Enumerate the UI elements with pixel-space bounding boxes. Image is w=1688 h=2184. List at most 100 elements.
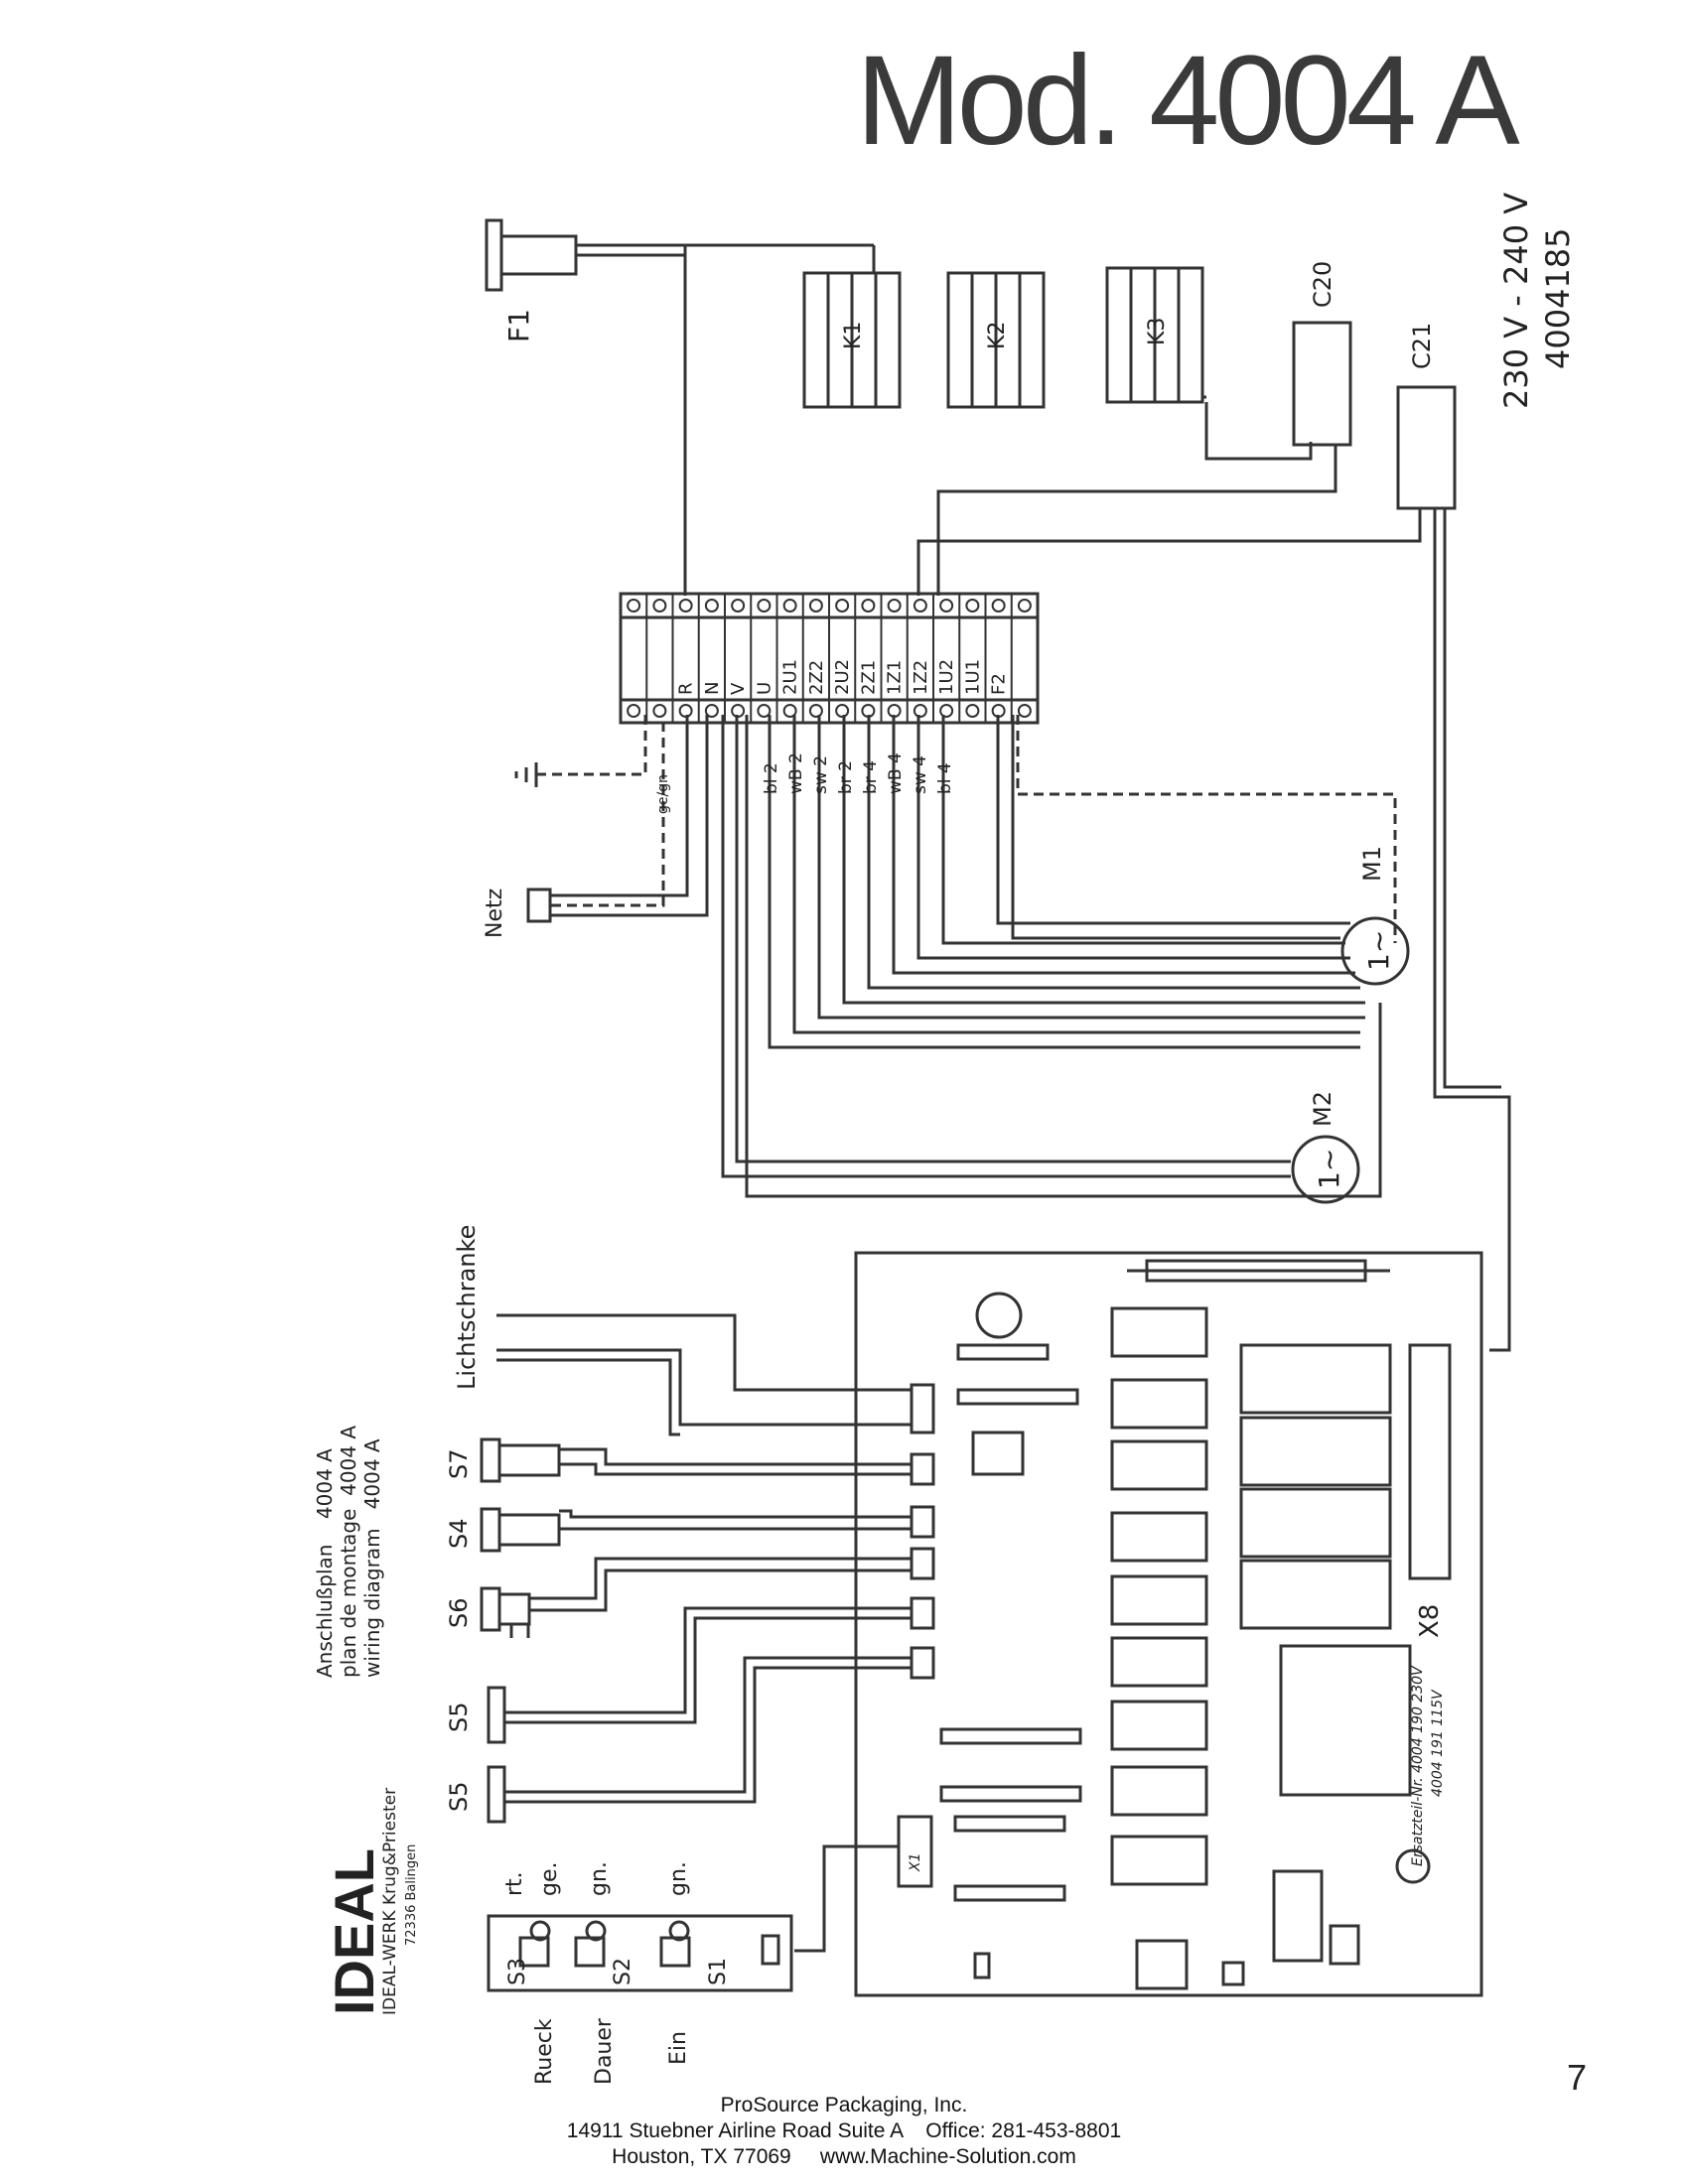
terminal-screw	[652, 704, 667, 718]
terminal-label: 2Z2	[806, 660, 827, 695]
capacitor-c21	[1396, 385, 1457, 510]
relay-k1-label: K1	[841, 322, 866, 349]
wire-color-label: sw 2	[811, 755, 831, 794]
wire-color-label: wB 2	[786, 752, 806, 794]
x8-label: X8	[1415, 1604, 1445, 1638]
terminal-screw	[913, 599, 927, 613]
switch-s5b-label: S5	[445, 1781, 473, 1812]
manufacturer-logo: IDEAL	[323, 1848, 385, 2015]
switch-s5a-label: S5	[445, 1702, 473, 1732]
motor-m1-symbol: 1~	[1362, 930, 1395, 971]
motor-m2-label: M2	[1309, 1091, 1336, 1127]
legend-line-3: wiring diagram 4004 A	[360, 1438, 384, 1678]
panel-lamp-4: gn.	[666, 1861, 691, 1896]
relay-k2	[946, 271, 1046, 409]
footer-contact: Houston, TX 77069 www.Machine-Solution.c…	[612, 2145, 1076, 2168]
switch-s6-label: S6	[445, 1597, 473, 1628]
panel-switch-s1: S1	[706, 1958, 731, 1985]
control-pcb	[854, 1251, 1483, 1997]
wire-color-label: br 4	[861, 760, 881, 794]
terminal-label: 1U1	[962, 659, 983, 695]
motor-m1-wires	[745, 715, 1397, 1198]
panel-label-dauer: Dauer	[592, 2017, 617, 2085]
footer: ProSource Packaging, Inc. 14911 Stuebner…	[0, 2093, 1688, 2170]
terminal-screw	[678, 599, 693, 613]
mains-plug	[526, 887, 552, 923]
terminal-screw	[704, 704, 719, 718]
fuse-f1	[485, 218, 876, 596]
relay-k3-label: K3	[1145, 318, 1170, 345]
panel-lamp-2: ge.	[537, 1862, 562, 1897]
terminal-screw	[991, 599, 1006, 613]
terminal-screw	[627, 704, 641, 718]
terminal-screw	[808, 599, 823, 613]
terminal-screw	[757, 599, 772, 613]
terminal-screw	[887, 599, 902, 613]
wire-color-label: bl 4	[935, 762, 955, 794]
terminal-screw	[627, 599, 641, 613]
footer-company: ProSource Packaging, Inc.	[720, 2094, 968, 2116]
terminal-screw	[913, 704, 927, 718]
legend-line-2: plan de montage 4004 A	[337, 1426, 360, 1678]
terminal-screw	[782, 704, 797, 718]
control-panel	[487, 1914, 793, 1992]
terminal-screw	[782, 599, 797, 613]
terminal-label: 2Z1	[858, 660, 879, 695]
terminal-label: 1U2	[936, 659, 957, 695]
terminal-screw	[887, 704, 902, 718]
terminal-label: F2	[989, 673, 1010, 695]
terminal-screw	[704, 599, 719, 613]
terminal-screw	[835, 599, 850, 613]
light-barrier-label: Lichtschranke	[453, 1225, 481, 1390]
panel-lamp-3: gn.	[587, 1861, 612, 1896]
terminal-screw	[939, 704, 954, 718]
terminal-screw	[652, 599, 667, 613]
spare-part-label: Ersatzteil-Nr. 4004 190 230V	[1410, 1665, 1426, 1866]
capacitor-c20	[1292, 321, 1352, 447]
wire-color-label: bl 2	[762, 762, 781, 794]
terminal-columns	[627, 594, 1032, 723]
motor-m1	[1340, 916, 1410, 986]
voltage-label: 230 V - 240 V	[1497, 193, 1535, 409]
terminal-label: 2U2	[832, 659, 853, 695]
terminal-label: N	[702, 682, 723, 695]
fuse-label: F1	[502, 309, 535, 342]
page-title: Mod. 4004 A	[856, 30, 1520, 172]
terminal-label: 1Z1	[885, 660, 906, 695]
terminal-label: V	[728, 682, 749, 695]
capacitor-c21-label: C21	[1408, 323, 1436, 369]
panel-lamp-1: rt.	[502, 1871, 527, 1896]
pcb-x1-label: X1	[908, 1853, 923, 1873]
terminal-screw	[808, 704, 823, 718]
panel-label-rueck: Rueck	[532, 2018, 557, 2085]
motor-m2-symbol: 1~	[1313, 1149, 1345, 1189]
capacitor-c20-label: C20	[1309, 261, 1336, 308]
relay-k2-label: K2	[985, 322, 1010, 349]
terminal-label: U	[754, 682, 774, 695]
terminal-screw	[861, 599, 876, 613]
terminal-screw	[757, 704, 772, 718]
panel-switch-s3: S3	[505, 1958, 530, 1985]
relay-k1	[802, 271, 902, 409]
manufacturer-name: IDEAL-WERK Krug&Priester	[380, 1788, 400, 2015]
spare-part-label-2: 4004 191 115V	[1430, 1689, 1446, 1797]
terminal-screw	[991, 704, 1006, 718]
terminal-screw	[1017, 704, 1032, 718]
terminal-screw	[678, 704, 693, 718]
terminal-screw	[939, 599, 954, 613]
terminal-screw	[1017, 599, 1032, 613]
switch-s4-label: S4	[445, 1518, 473, 1549]
motor-m2	[1291, 1135, 1360, 1204]
switch-s7-label: S7	[445, 1448, 473, 1479]
legend-line-1: Anschlußplan 4004 A	[313, 1448, 337, 1678]
terminal-label: 1Z2	[911, 660, 931, 695]
mains-label: Netz	[483, 888, 507, 938]
part-number-label: 4004185	[1539, 227, 1577, 369]
manufacturer-address: 72336 Balingen	[404, 1844, 419, 1946]
terminal-screw	[965, 599, 980, 613]
panel-label-ein: Ein	[666, 2031, 691, 2065]
terminal-screw	[965, 704, 980, 718]
